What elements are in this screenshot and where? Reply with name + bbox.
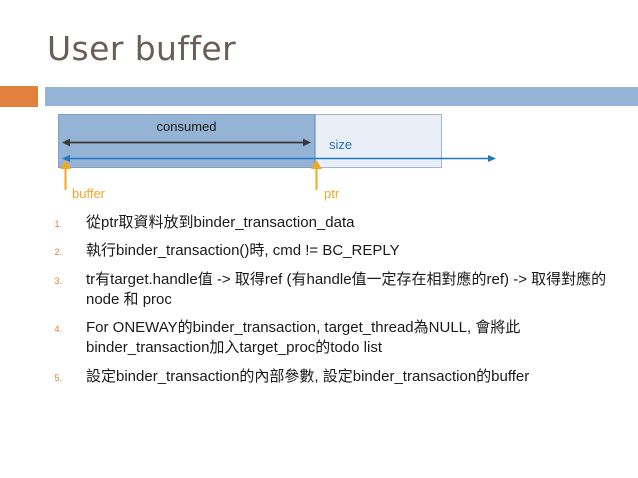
list-item-text: 設定binder_transaction的內部參數, 設定binder_tran… xyxy=(86,367,530,385)
title-accent-rule xyxy=(0,86,638,107)
segment-consumed-label: consumed xyxy=(156,119,217,134)
list-item-number: 3. xyxy=(54,275,62,286)
list-item-number: 4. xyxy=(54,324,62,334)
page-title: User buffer xyxy=(47,29,237,68)
list-item-number: 5. xyxy=(54,372,62,383)
list-item: 4. For ONEWAY的binder_transaction, target… xyxy=(28,318,624,359)
buffer-pointer-label: buffer xyxy=(72,186,106,201)
ptr-pointer-label: ptr xyxy=(324,186,340,201)
list-item-text: 執行binder_transaction()時, cmd != BC_REPLY xyxy=(86,242,400,260)
segment-size-label: size xyxy=(329,137,353,152)
user-buffer-diagram: consumed size xyxy=(58,114,496,168)
buffer-pointer-arrow-icon xyxy=(60,160,71,190)
total-extent-arrow xyxy=(62,155,496,162)
numbered-list: 1. 從ptr取資料放到binder_transaction_data 2. 執… xyxy=(28,213,624,395)
ptr-pointer-arrow-icon xyxy=(311,160,322,190)
accent-orange-block xyxy=(0,86,38,107)
list-item: 1. 從ptr取資料放到binder_transaction_data xyxy=(28,213,624,233)
accent-blue-bar xyxy=(45,87,638,106)
list-item-number: 1. xyxy=(54,219,62,229)
consumed-extent-arrow xyxy=(62,138,311,147)
list-item: 5. 設定binder_transaction的內部參數, 設定binder_t… xyxy=(28,367,624,387)
list-item-text: 從ptr取資料放到binder_transaction_data xyxy=(86,214,355,231)
list-item: 3. tr有target.handle值 -> 取得ref (有handle值一… xyxy=(28,270,624,311)
list-item-number: 2. xyxy=(54,247,62,258)
list-item-text: For ONEWAY的binder_transaction, target_th… xyxy=(86,319,521,357)
list-item: 2. 執行binder_transaction()時, cmd != BC_RE… xyxy=(28,241,624,261)
list-item-text: tr有target.handle值 -> 取得ref (有handle值一定存在… xyxy=(86,270,607,308)
